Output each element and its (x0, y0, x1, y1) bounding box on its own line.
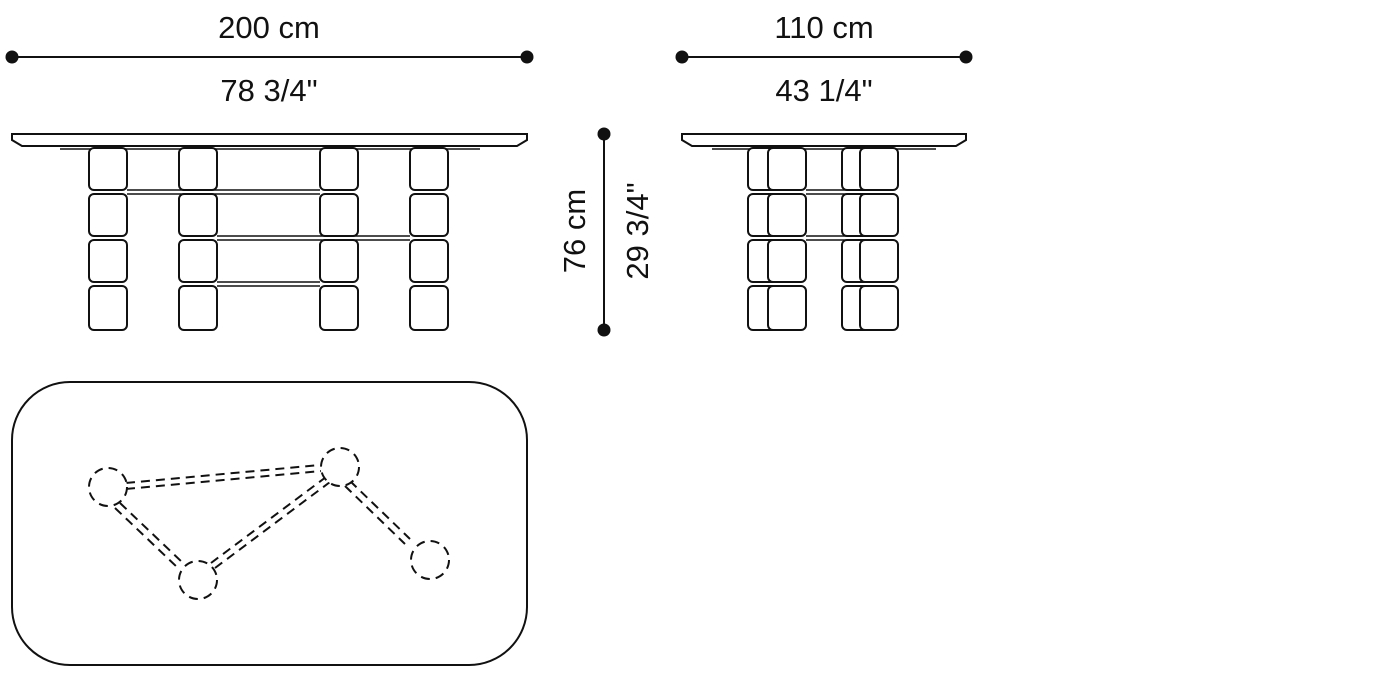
front-elevation (11, 133, 528, 331)
height-dimension: 76 cm 29 3/4" (557, 127, 655, 337)
side-elevation (681, 133, 967, 331)
leg-footprint (410, 540, 450, 580)
hidden-stretchers (114, 464, 411, 569)
front-leg (409, 147, 449, 331)
leg-footprint (320, 447, 360, 487)
leg-footprint (88, 467, 128, 507)
depth-in-label: 43 1/4" (775, 73, 872, 108)
height-in-label: 29 3/4" (620, 182, 655, 279)
leg-footprint (178, 560, 218, 600)
side-leg (767, 147, 807, 331)
plan-view (11, 381, 528, 666)
depth-dimension: 110 cm 43 1/4" (675, 10, 973, 108)
side-leg (859, 147, 899, 331)
front-leg (319, 147, 359, 331)
front-leg (88, 147, 128, 331)
length-dimension: 200 cm 78 3/4" (5, 10, 534, 108)
height-cm-label: 76 cm (557, 189, 592, 273)
depth-cm-label: 110 cm (774, 10, 873, 45)
length-in-label: 78 3/4" (220, 73, 317, 108)
length-cm-label: 200 cm (218, 10, 320, 45)
front-leg (178, 147, 218, 331)
